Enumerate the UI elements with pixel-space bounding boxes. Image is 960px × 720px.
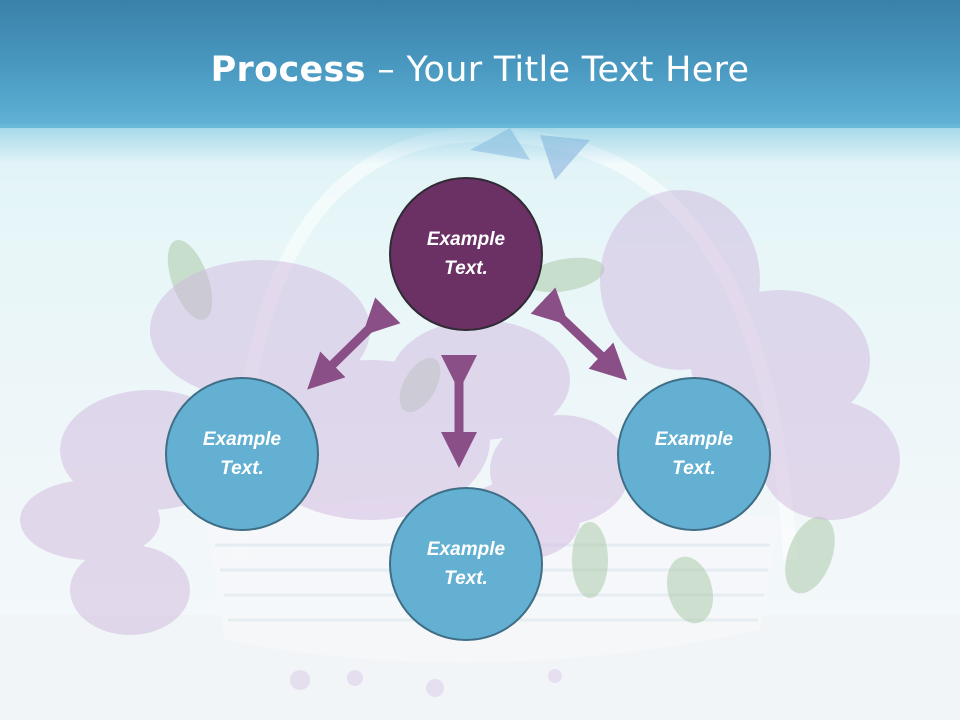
slide-title: Process – Your Title Text Here bbox=[0, 50, 960, 90]
slide-title-bold: Process bbox=[210, 50, 366, 90]
node-left-line2: Text. bbox=[220, 458, 264, 479]
node-right-line1: Example bbox=[654, 429, 734, 450]
node-top-line2: Text. bbox=[444, 258, 488, 279]
slide-title-rest: – Your Title Text Here bbox=[365, 50, 750, 90]
title-bar-fade bbox=[0, 124, 960, 164]
node-left-line1: Example bbox=[202, 429, 282, 450]
arrow-top-right bbox=[530, 287, 628, 381]
node-top-line1: Example bbox=[426, 229, 506, 250]
node-bottom-line1: Example bbox=[426, 539, 506, 560]
node-right-line2: Text. bbox=[672, 458, 716, 479]
arrow-top-left bbox=[307, 297, 401, 390]
title-bar bbox=[0, 0, 960, 128]
node-bottom-line2: Text. bbox=[444, 568, 488, 589]
